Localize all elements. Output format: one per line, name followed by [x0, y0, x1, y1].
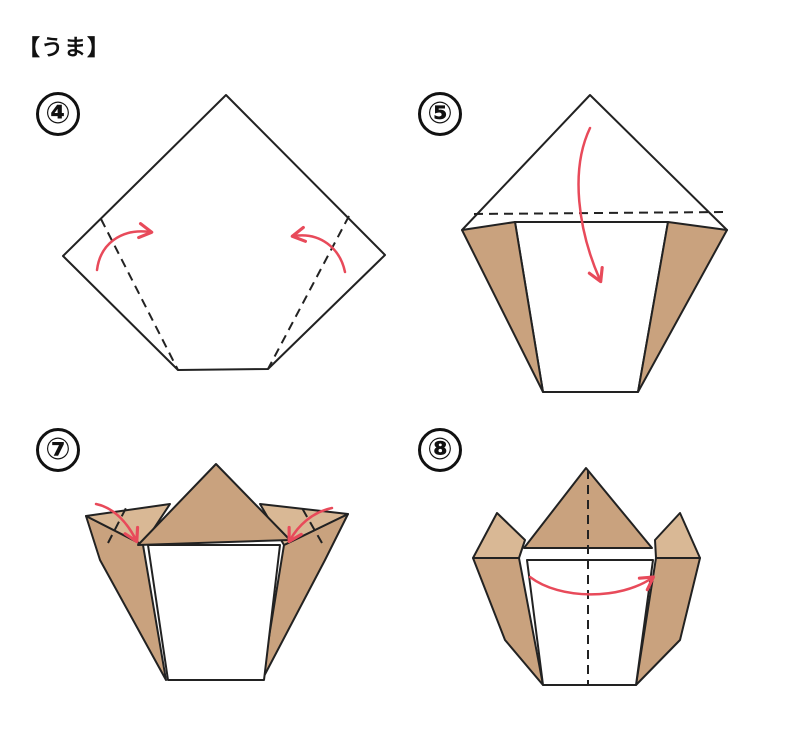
step-4-figure — [62, 94, 386, 371]
step-5-left-flap — [461, 221, 544, 393]
step-8-body — [526, 559, 654, 686]
step-8-right-shoulder — [654, 512, 701, 559]
step-8-figure — [472, 467, 701, 686]
step-4-arrow-right — [290, 225, 347, 274]
step-7-body — [147, 544, 281, 681]
page-title: 【うま】 — [18, 36, 111, 61]
step-4-fold-left — [100, 218, 179, 371]
step-4-arrow-left — [95, 222, 154, 272]
step-4-paper — [62, 94, 386, 371]
step-7-number: ⑦ — [36, 428, 80, 472]
step-8-number: ⑧ — [418, 428, 462, 472]
step-5-top-triangle — [461, 94, 728, 231]
step-7-figure — [85, 463, 349, 681]
step-4-number: ④ — [36, 92, 80, 136]
step-8-arrow-right — [528, 575, 656, 596]
step-5-fold-line — [473, 211, 725, 215]
step-7-arrow-left — [94, 502, 140, 544]
step-5-figure — [461, 94, 728, 393]
step-7-fold-right — [301, 507, 323, 544]
step-7-top-triangle — [137, 463, 291, 546]
step-5-number: ⑤ — [418, 92, 462, 136]
step-7-arrow-right — [287, 506, 334, 544]
step-5-arrow-down — [577, 126, 604, 284]
step-7-fold-left — [107, 507, 127, 544]
step-8-left-shoulder — [472, 512, 526, 559]
step-5-right-flap — [637, 221, 728, 393]
